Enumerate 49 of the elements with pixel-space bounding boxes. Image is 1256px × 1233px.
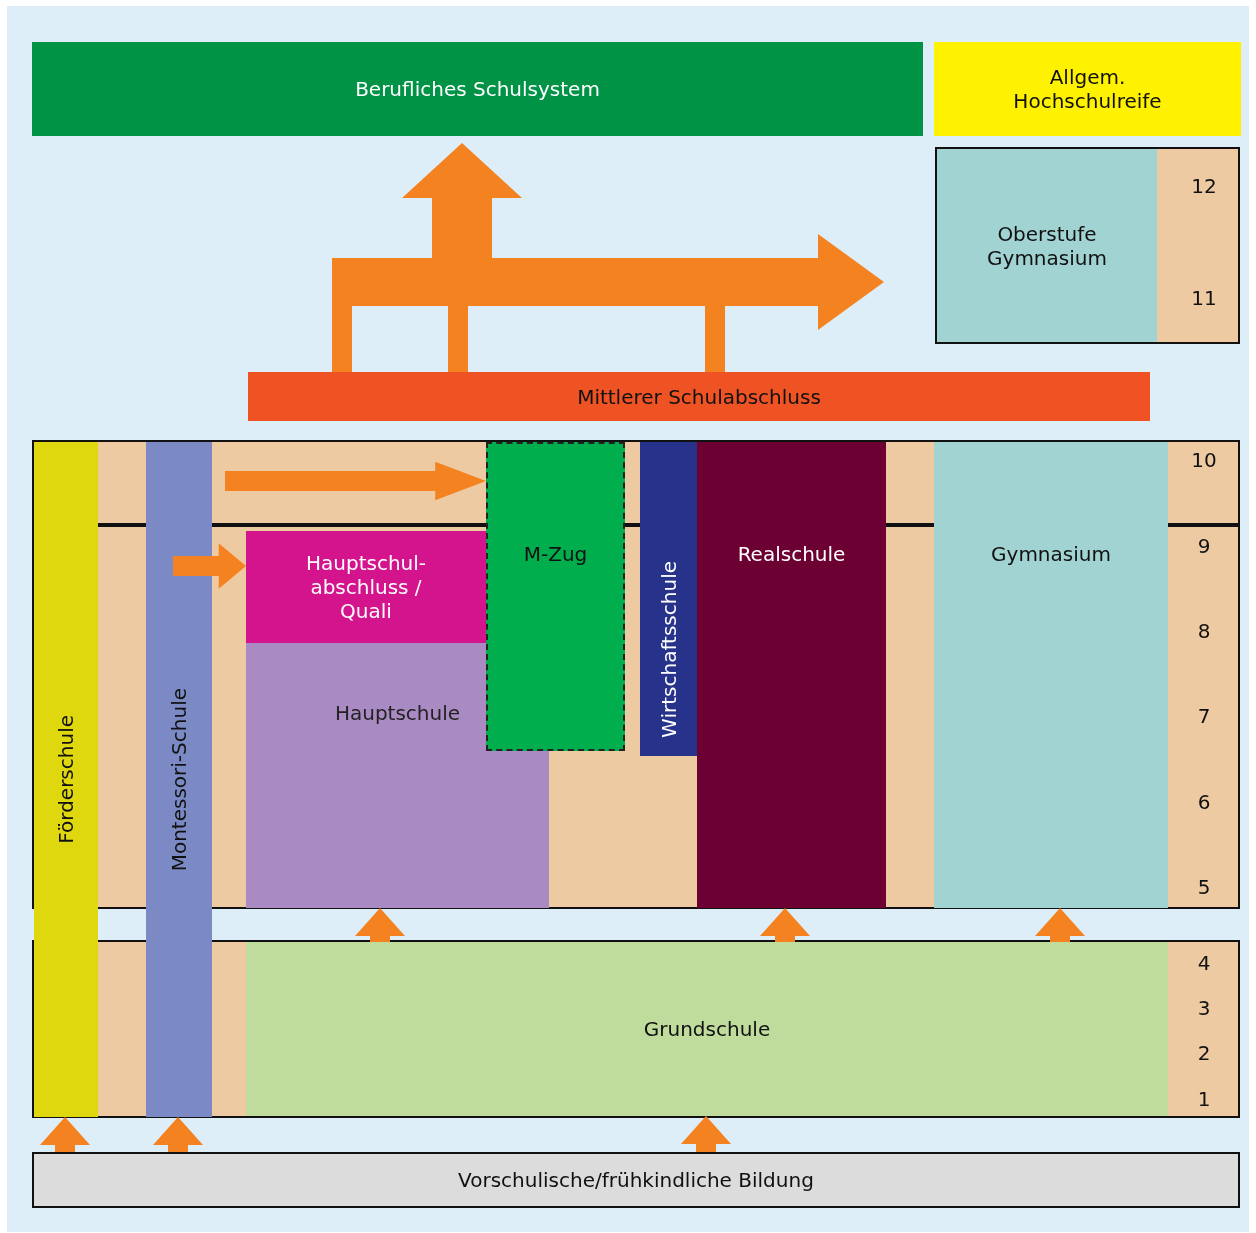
node-label: M-Zug bbox=[523, 542, 588, 566]
school-type-box bbox=[697, 442, 886, 908]
block-arrow bbox=[173, 543, 246, 589]
grade-number: 3 bbox=[1196, 996, 1212, 1020]
school-type-box bbox=[146, 442, 212, 1117]
node-label: Hauptschule bbox=[334, 701, 461, 725]
block-arrow bbox=[355, 908, 405, 942]
school-type-box bbox=[32, 1152, 1240, 1208]
grade-number: 8 bbox=[1196, 619, 1212, 643]
qualification-bar bbox=[248, 372, 1150, 421]
block-arrow bbox=[760, 908, 810, 942]
block-arrow bbox=[332, 234, 884, 372]
grade-number: 10 bbox=[1190, 448, 1218, 472]
grade-number: 5 bbox=[1196, 875, 1212, 899]
school-type-box bbox=[486, 442, 625, 751]
block-arrow bbox=[40, 1117, 90, 1152]
node-label: Vorschulische/frühkindliche Bildung bbox=[458, 1168, 814, 1192]
node-label: Realschule bbox=[737, 542, 846, 566]
node-label: Berufliches Schulsystem bbox=[355, 77, 600, 101]
grade-number: 6 bbox=[1196, 790, 1212, 814]
node-label: Montessori-Schule bbox=[167, 687, 191, 872]
grade-number: 11 bbox=[1190, 286, 1218, 310]
system-banner bbox=[32, 42, 923, 136]
qualification-box bbox=[246, 531, 486, 643]
school-type-box bbox=[34, 442, 98, 1117]
grade-number: 1 bbox=[1196, 1087, 1212, 1111]
node-label: Oberstufe Gymnasium bbox=[986, 221, 1108, 270]
node-label: Allgem. Hochschulreife bbox=[1012, 65, 1163, 113]
node-label: Hauptschul- abschluss / Quali bbox=[304, 551, 428, 623]
school-type-box bbox=[246, 643, 549, 908]
school-type-box bbox=[246, 942, 1168, 1116]
grade-number: 7 bbox=[1196, 704, 1212, 728]
grade-number: 9 bbox=[1196, 534, 1212, 558]
block-arrow bbox=[153, 1117, 203, 1152]
node-label: Mittlerer Schulabschluss bbox=[577, 384, 821, 409]
node-label: Gymnasium bbox=[991, 542, 1111, 566]
block-arrow bbox=[225, 461, 486, 501]
node-label: Förderschule bbox=[54, 715, 78, 844]
school-type-box bbox=[640, 442, 697, 756]
qualification-box bbox=[934, 42, 1241, 136]
grade-number: 2 bbox=[1196, 1041, 1212, 1065]
school-type-box bbox=[934, 442, 1168, 908]
node-label: Wirtschaftsschule bbox=[656, 560, 681, 738]
block-arrow bbox=[681, 1116, 731, 1152]
grade-number: 4 bbox=[1196, 951, 1212, 975]
block-arrow bbox=[1035, 908, 1085, 942]
stage-box bbox=[937, 149, 1157, 342]
grade-number: 12 bbox=[1190, 174, 1218, 198]
node-label: Grundschule bbox=[643, 1017, 771, 1041]
